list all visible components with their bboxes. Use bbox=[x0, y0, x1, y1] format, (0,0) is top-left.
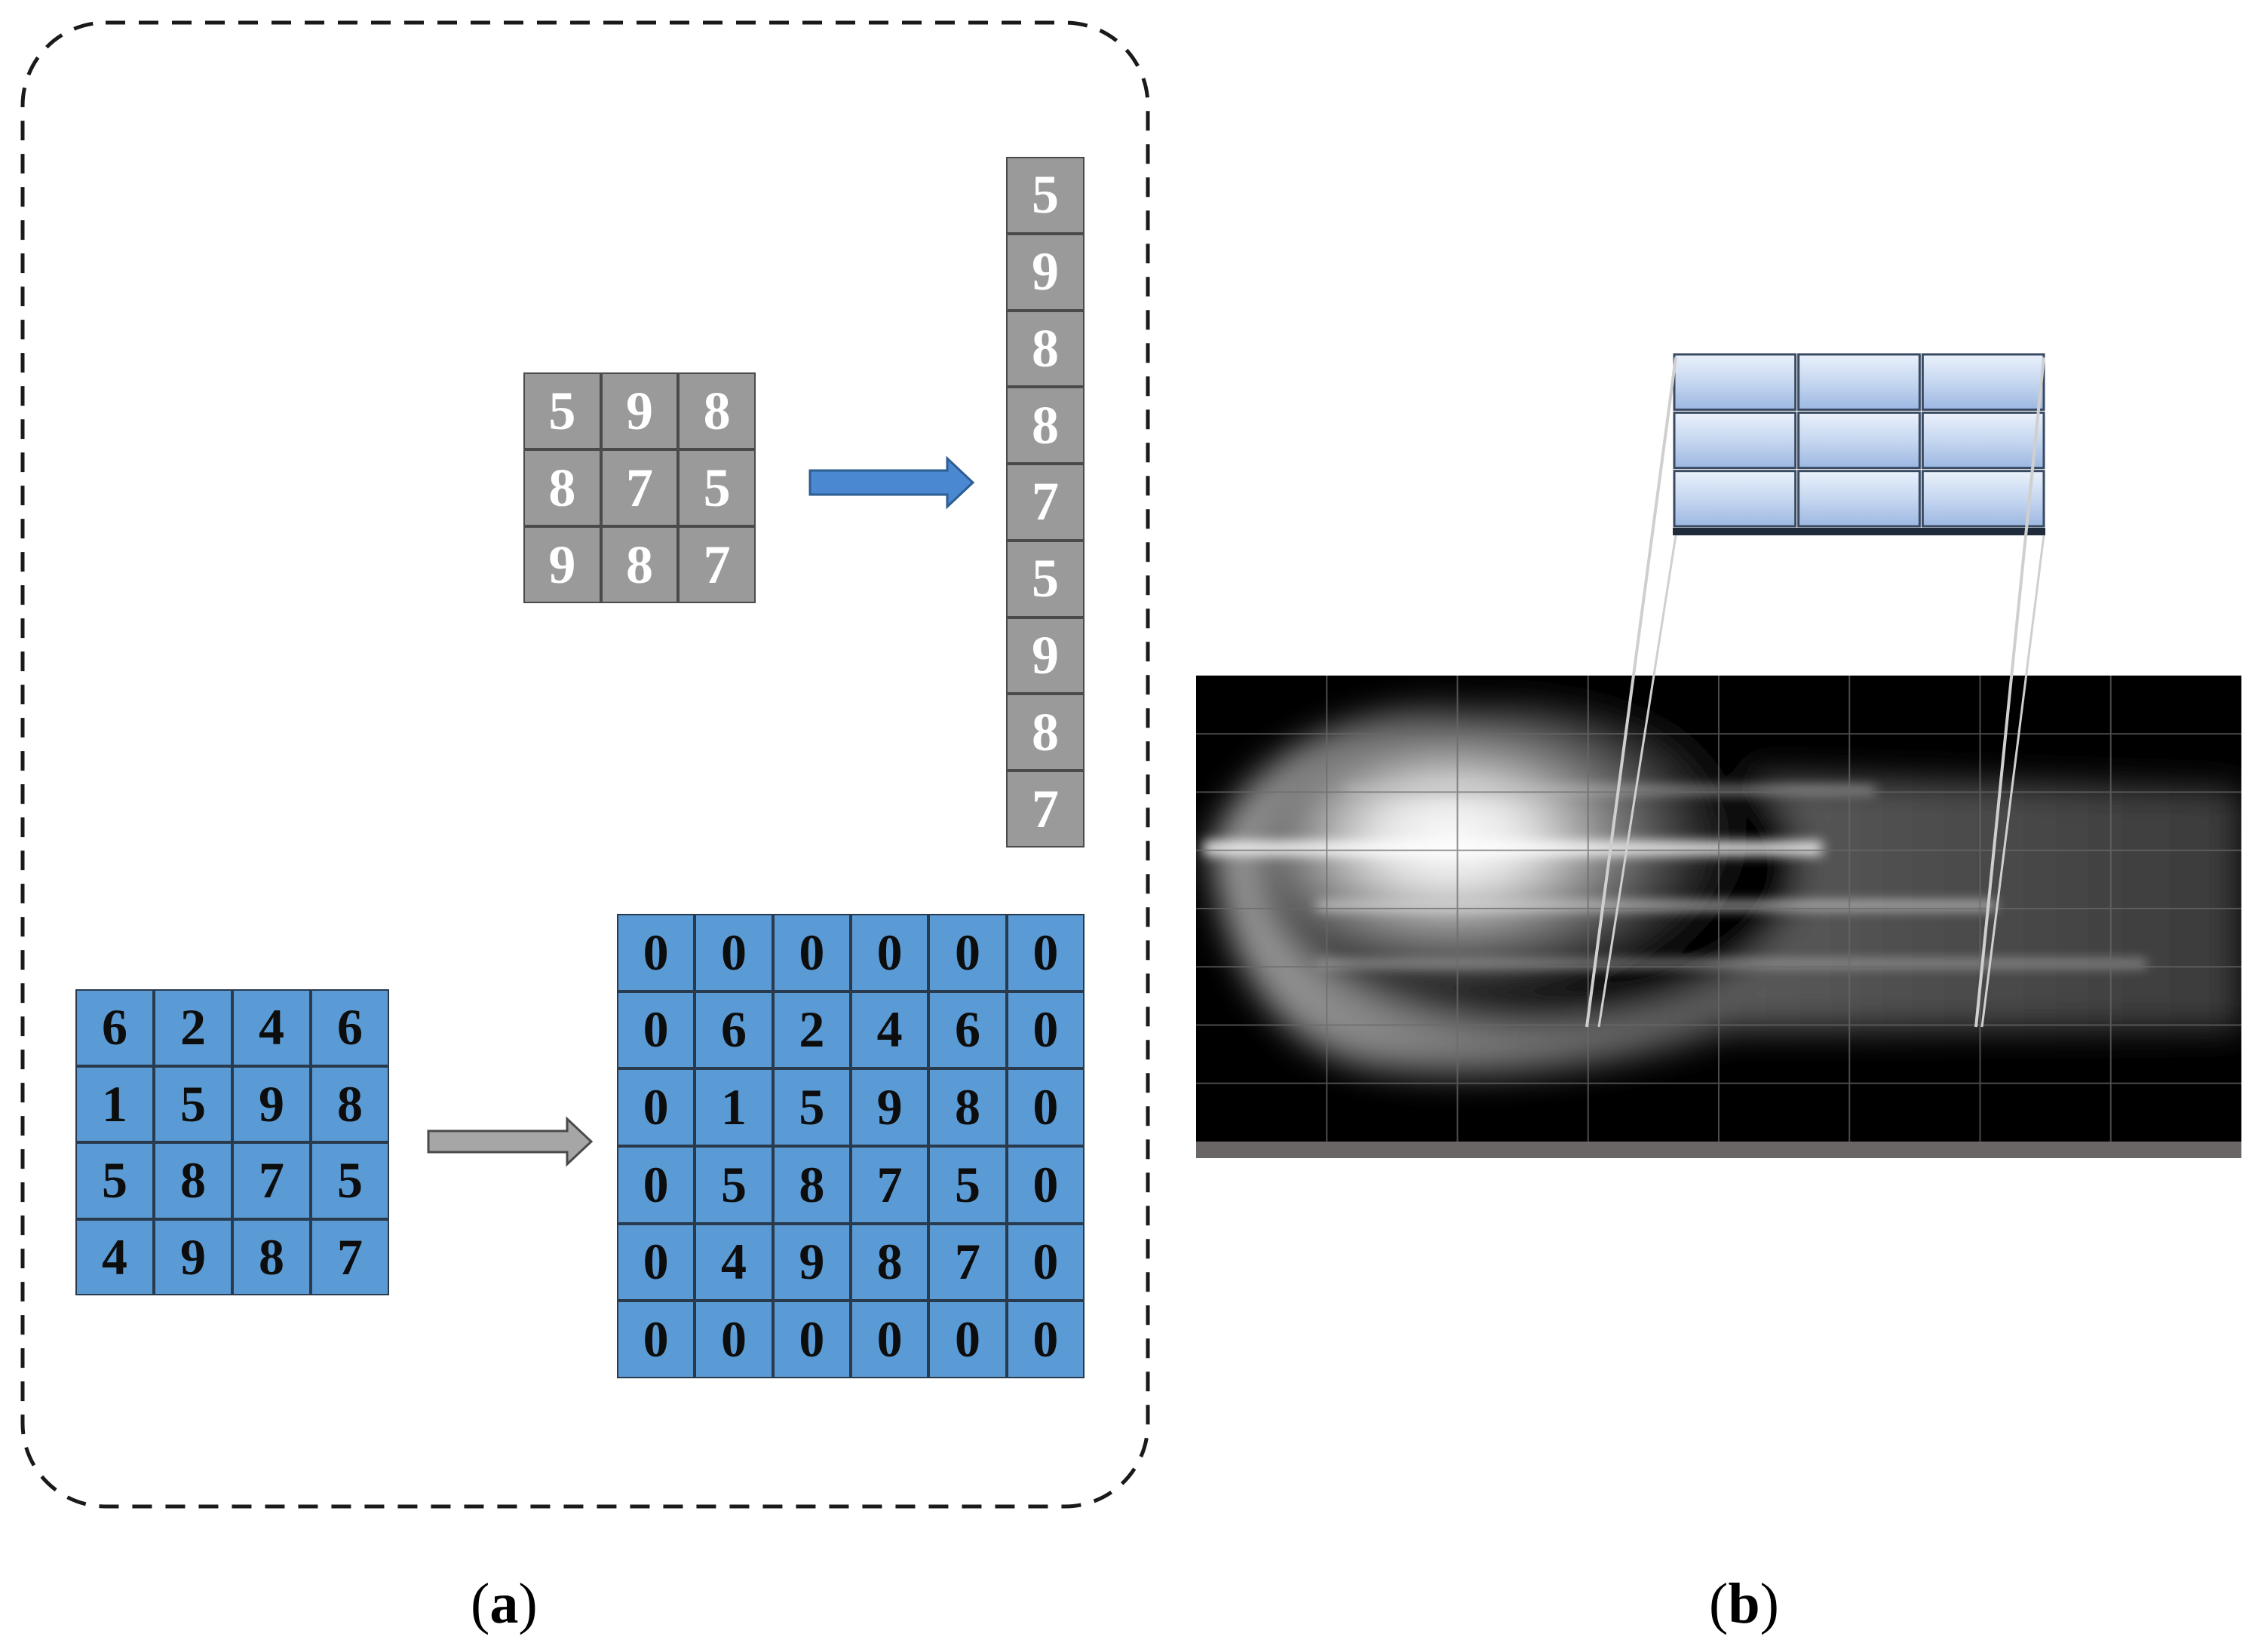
padded-matrix-cell: 6 bbox=[695, 991, 773, 1069]
gray-matrix-cell: 9 bbox=[600, 372, 679, 449]
kernel-cell bbox=[1797, 353, 1921, 411]
padded-matrix-cell: 0 bbox=[1006, 991, 1085, 1069]
gray-matrix-cell: 8 bbox=[678, 372, 756, 449]
input-matrix-cell: 8 bbox=[154, 1142, 232, 1219]
padded-matrix-cell: 7 bbox=[928, 1223, 1007, 1301]
kernel-cell bbox=[1921, 411, 2045, 470]
flattened-cell: 7 bbox=[1006, 771, 1085, 847]
input-matrix-cell: 9 bbox=[232, 1065, 311, 1142]
flattened-cell: 5 bbox=[1006, 157, 1085, 234]
padded-matrix-cell: 0 bbox=[772, 1301, 851, 1378]
kernel-cell bbox=[1673, 411, 1797, 470]
input-matrix-cell: 2 bbox=[154, 989, 232, 1066]
padded-matrix-cell: 0 bbox=[1006, 1223, 1085, 1301]
input-matrix-cell: 9 bbox=[154, 1218, 232, 1295]
kernel-cell bbox=[1797, 470, 1921, 528]
input-matrix-cell: 8 bbox=[232, 1218, 311, 1295]
caption-a: (a) bbox=[471, 1572, 538, 1635]
padded-matrix-cell: 4 bbox=[851, 991, 929, 1069]
padded-matrix-cell: 6 bbox=[928, 991, 1007, 1069]
padded-matrix-cell: 0 bbox=[617, 991, 695, 1069]
padded-matrix-cell: 5 bbox=[695, 1145, 773, 1224]
padded-matrix-cell: 8 bbox=[851, 1223, 929, 1301]
padded-matrix-cell: 0 bbox=[928, 914, 1007, 992]
padded-matrix-cell: 9 bbox=[772, 1223, 851, 1301]
gray-matrix-cell: 5 bbox=[678, 449, 756, 526]
padded-matrix-cell: 0 bbox=[1006, 1301, 1085, 1378]
input-matrix-cell: 4 bbox=[75, 1218, 154, 1295]
gray-matrix-cell: 7 bbox=[678, 526, 756, 603]
gray-matrix-cell: 9 bbox=[523, 526, 601, 603]
input-matrix-cell: 8 bbox=[311, 1065, 389, 1142]
padded-matrix-cell: 8 bbox=[928, 1068, 1007, 1146]
flattened-cell: 8 bbox=[1006, 387, 1085, 464]
flattened-cell: 9 bbox=[1006, 233, 1085, 311]
padded-matrix-cell: 9 bbox=[851, 1068, 929, 1146]
kernel-cell bbox=[1921, 353, 2045, 411]
padded-matrix-cell: 0 bbox=[617, 1223, 695, 1301]
input-matrix-cell: 6 bbox=[311, 989, 389, 1066]
kernel-cell bbox=[1673, 353, 1797, 411]
padded-matrix-cell: 0 bbox=[851, 1301, 929, 1378]
gray-matrix-cell: 5 bbox=[523, 372, 601, 449]
padded-matrix-cell: 2 bbox=[772, 991, 851, 1069]
input-matrix-cell: 4 bbox=[232, 989, 311, 1066]
input-matrix-cell: 5 bbox=[154, 1065, 232, 1142]
padded-matrix-cell: 0 bbox=[772, 914, 851, 992]
padded-matrix-cell: 1 bbox=[695, 1068, 773, 1146]
kernel-cell bbox=[1797, 411, 1921, 470]
padded-matrix-cell: 0 bbox=[617, 1301, 695, 1378]
padded-matrix-cell: 0 bbox=[928, 1301, 1007, 1378]
padded-matrix-cell: 0 bbox=[617, 1145, 695, 1224]
input-matrix-cell: 1 bbox=[75, 1065, 154, 1142]
padded-matrix-cell: 0 bbox=[851, 914, 929, 992]
flattened-cell: 8 bbox=[1006, 310, 1085, 388]
flattened-cell: 5 bbox=[1006, 540, 1085, 618]
padded-matrix-cell: 0 bbox=[1006, 1145, 1085, 1224]
flattened-cell: 9 bbox=[1006, 617, 1085, 694]
flattened-cell: 8 bbox=[1006, 694, 1085, 771]
padded-matrix-cell: 0 bbox=[1006, 914, 1085, 992]
padded-matrix-cell: 0 bbox=[695, 914, 773, 992]
padded-matrix-cell: 0 bbox=[617, 1068, 695, 1146]
input-matrix-cell: 7 bbox=[311, 1218, 389, 1295]
kernel-cell bbox=[1921, 470, 2045, 528]
padded-matrix-cell: 8 bbox=[772, 1145, 851, 1224]
padding-arrow-icon bbox=[427, 1116, 594, 1167]
input-matrix-cell: 7 bbox=[232, 1142, 311, 1219]
caption-b: (b) bbox=[1709, 1572, 1779, 1635]
gray-matrix-cell: 7 bbox=[600, 449, 679, 526]
input-matrix-cell: 5 bbox=[311, 1142, 389, 1219]
flatten-arrow-icon bbox=[808, 455, 975, 510]
padded-matrix-cell: 0 bbox=[695, 1301, 773, 1378]
input-matrix-cell: 6 bbox=[75, 989, 154, 1066]
flattened-cell: 7 bbox=[1006, 464, 1085, 541]
gray-matrix-cell: 8 bbox=[523, 449, 601, 526]
input-matrix-cell: 5 bbox=[75, 1142, 154, 1219]
padded-matrix-cell: 0 bbox=[1006, 1068, 1085, 1146]
kernel-3x3-icon bbox=[1673, 353, 2045, 535]
padded-matrix-cell: 5 bbox=[928, 1145, 1007, 1224]
padded-matrix-cell: 4 bbox=[695, 1223, 773, 1301]
padded-matrix-cell: 5 bbox=[772, 1068, 851, 1146]
gray-matrix-cell: 8 bbox=[600, 526, 679, 603]
padded-matrix-cell: 0 bbox=[617, 914, 695, 992]
padded-matrix-cell: 7 bbox=[851, 1145, 929, 1224]
kernel-cell bbox=[1673, 470, 1797, 528]
grayscale-grid-image bbox=[1196, 676, 2241, 1158]
